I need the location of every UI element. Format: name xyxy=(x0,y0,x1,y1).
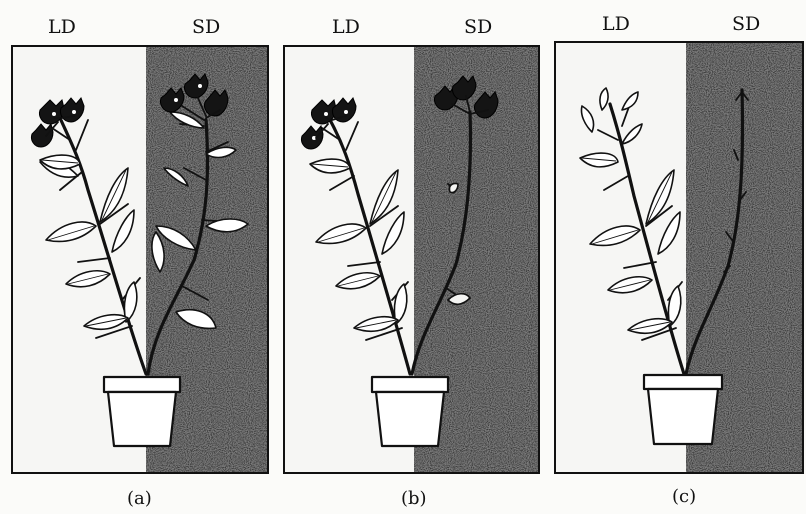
panel-c-ld-label: LD xyxy=(602,13,630,35)
panel-c-caption: (c) xyxy=(672,486,696,507)
panel-c: LD SD (c) xyxy=(555,13,803,507)
panel-b-pot xyxy=(376,392,444,446)
panel-b-ld-label: LD xyxy=(332,16,360,38)
panel-a: LD SD xyxy=(12,16,268,509)
panel-c-pot-rim xyxy=(644,375,722,389)
panel-a-pot-rim xyxy=(104,377,180,392)
panel-b-caption: (b) xyxy=(401,488,427,509)
panel-c-pot xyxy=(648,389,718,444)
panel-c-sd-label: SD xyxy=(732,13,760,35)
panel-a-pot xyxy=(108,392,176,446)
panel-a-caption: (a) xyxy=(127,488,152,509)
panel-a-ld-label: LD xyxy=(48,16,76,38)
panel-b-sd-label: SD xyxy=(464,16,492,38)
panel-b-pot-rim xyxy=(372,377,448,392)
panel-b: LD SD xyxy=(284,16,539,509)
panel-a-sd-label: SD xyxy=(192,16,220,38)
